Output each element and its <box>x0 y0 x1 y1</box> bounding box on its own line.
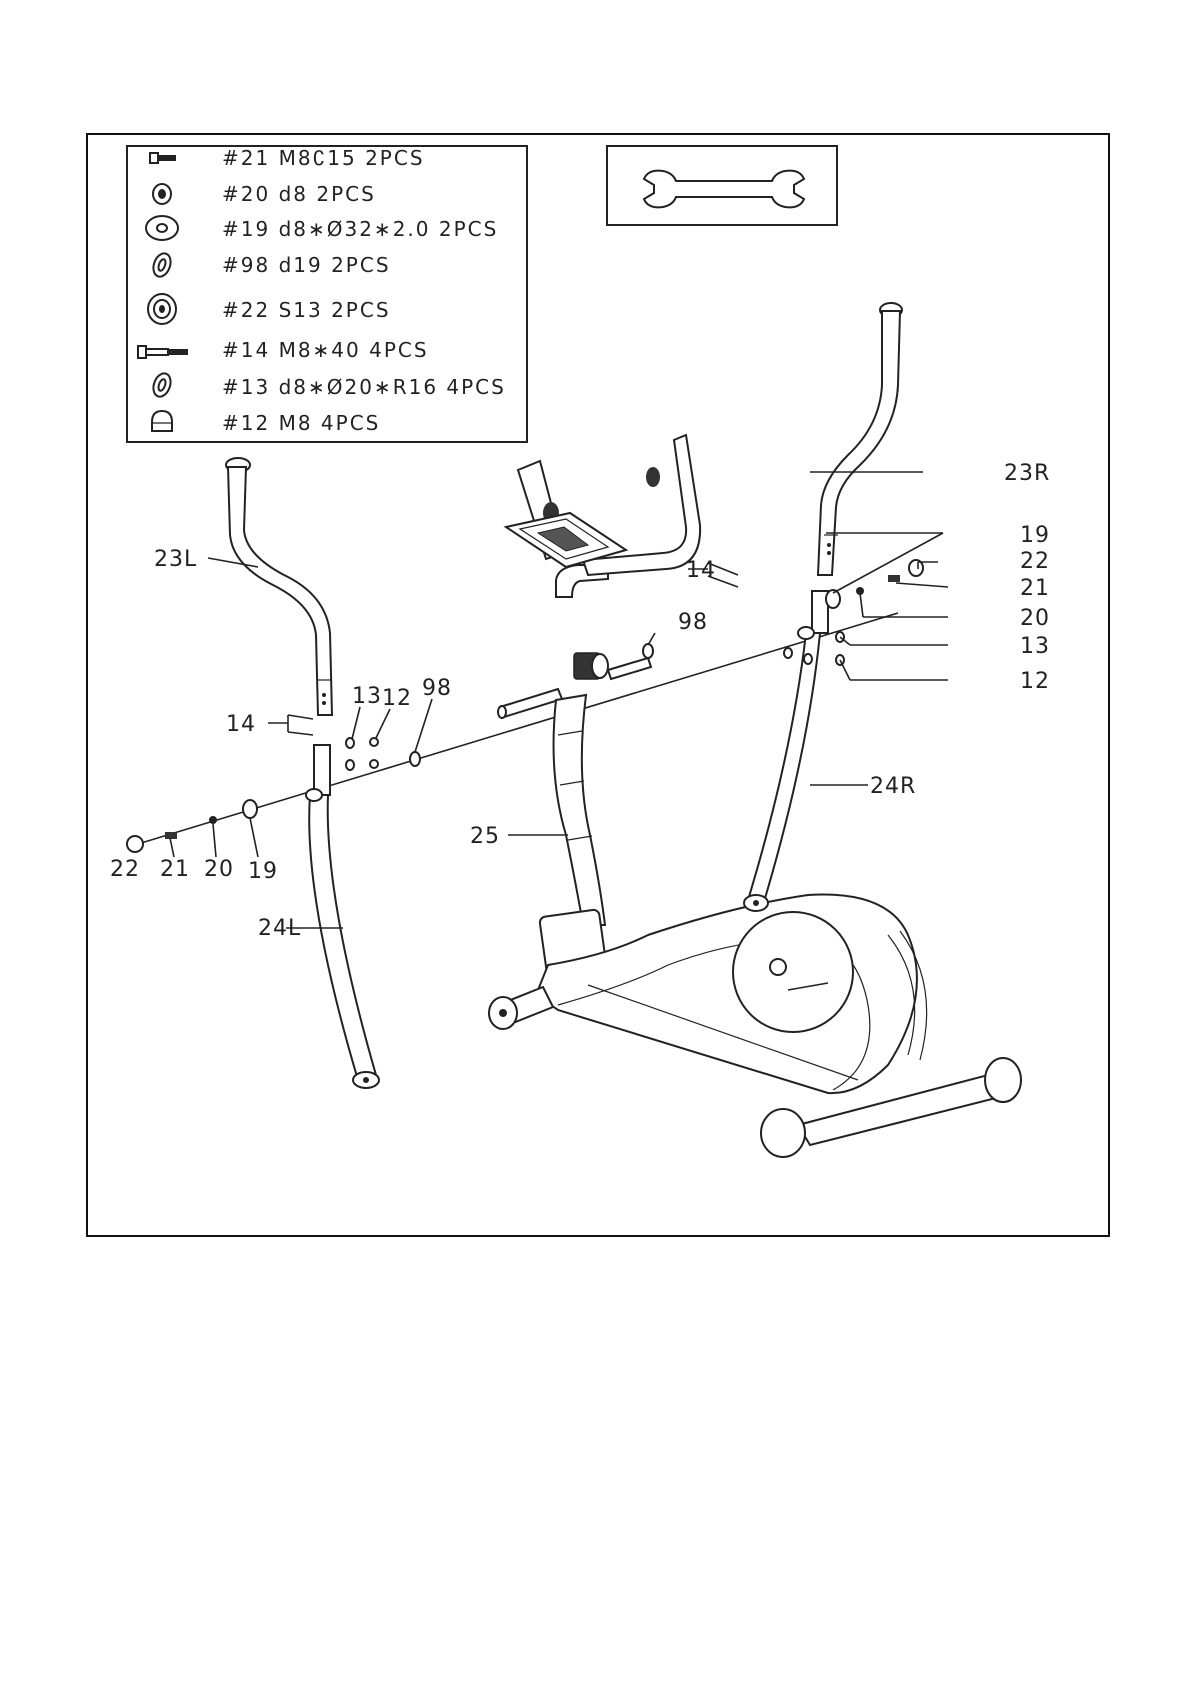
label-14-right: 14 <box>686 558 716 583</box>
label-12-left: 12 <box>382 686 412 711</box>
hardware-13-text: #13 d8∗Ø20∗R16 4PCS <box>222 375 506 399</box>
assembly-figure: #21 M8∁15 2PCS #20 d8 2PCS #19 d8∗Ø32∗2.… <box>86 133 1110 1237</box>
label-21-right: 21 <box>1020 576 1050 601</box>
pedal-arm-left <box>306 745 379 1088</box>
spring-washer-icon <box>153 184 171 204</box>
tool-box <box>607 146 837 225</box>
hardware-21-text: #21 M8∁15 2PCS <box>222 146 425 170</box>
cap-nut-icon <box>152 411 172 431</box>
label-24L: 24L <box>258 916 301 941</box>
label-23R: 23R <box>1004 461 1050 486</box>
label-25: 25 <box>470 824 500 849</box>
axle-stub-left <box>498 689 562 718</box>
hardware-98-text: #98 d19 2PCS <box>222 253 391 277</box>
flat-washer-icon <box>146 216 178 240</box>
base-frame <box>489 895 1021 1158</box>
hardware-12-text: #12 M8 4PCS <box>222 411 380 435</box>
rear-stabilizer <box>489 987 553 1029</box>
handle-arm-left <box>226 458 332 715</box>
label-20-right: 20 <box>1020 606 1050 631</box>
label-13-left: 13 <box>352 684 382 709</box>
hardware-20-text: #20 d8 2PCS <box>222 182 376 206</box>
assembly-diagram: #21 M8∁15 2PCS #20 d8 2PCS #19 d8∗Ø32∗2.… <box>88 135 1112 1239</box>
label-19-right: 19 <box>1020 523 1050 548</box>
hardware-19-text: #19 d8∗Ø32∗2.0 2PCS <box>222 217 498 241</box>
label-14-left: 14 <box>226 712 256 737</box>
label-12-right: 12 <box>1020 669 1050 694</box>
main-post <box>506 435 700 925</box>
label-24R: 24R <box>870 774 916 799</box>
label-20-left: 20 <box>204 857 234 882</box>
label-98-left: 98 <box>422 676 452 701</box>
hardware-list: #21 M8∁15 2PCS #20 d8 2PCS #19 d8∗Ø32∗2.… <box>127 146 527 442</box>
label-21-left: 21 <box>160 857 190 882</box>
handle-arm-right <box>818 303 902 575</box>
nut-icon <box>148 294 176 324</box>
label-98-right: 98 <box>678 610 708 635</box>
label-22-left: 22 <box>110 857 140 882</box>
label-23L: 23L <box>154 547 197 572</box>
label-19-left: 19 <box>248 859 278 884</box>
axle-stub-right <box>608 658 651 679</box>
label-22-right: 22 <box>1020 549 1050 574</box>
hardware-22-text: #22 S13 2PCS <box>222 298 391 322</box>
hardware-14-text: #14 M8∗40 4PCS <box>222 338 429 362</box>
pedal-arm-right <box>744 591 828 911</box>
label-13-right: 13 <box>1020 634 1050 659</box>
